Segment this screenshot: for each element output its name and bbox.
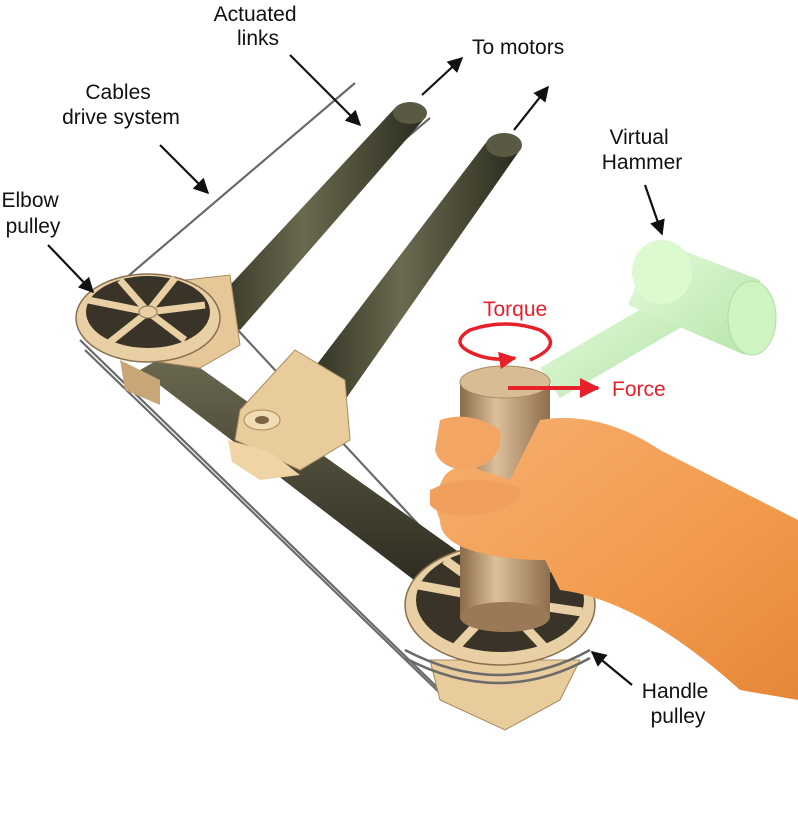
label-actuated-links: Actuated links (214, 3, 303, 50)
virtual-hammer-arrow (645, 185, 662, 234)
cables-arrow (160, 145, 208, 193)
label-virtual-hammer: Virtual Hammer (602, 126, 683, 174)
virtual-hammer (540, 240, 776, 398)
label-force: Force (612, 378, 666, 401)
elbow-pulley (76, 274, 220, 362)
label-to-motors: To motors (472, 36, 564, 59)
torque-arrow (460, 324, 550, 360)
handle-pulley-arrow (592, 652, 632, 685)
to-motors-arrow-2 (514, 87, 548, 130)
label-elbow-pulley: Elbow pulley (1, 189, 64, 238)
to-motors-arrow-1 (422, 58, 462, 95)
label-cables-drive-system: Cables drive system (62, 81, 180, 129)
elbow-pulley-arrow (48, 245, 93, 292)
label-handle-pulley: Handle pulley (642, 680, 714, 728)
label-torque: Torque (483, 298, 547, 321)
actuated-links-arrow (290, 55, 360, 125)
